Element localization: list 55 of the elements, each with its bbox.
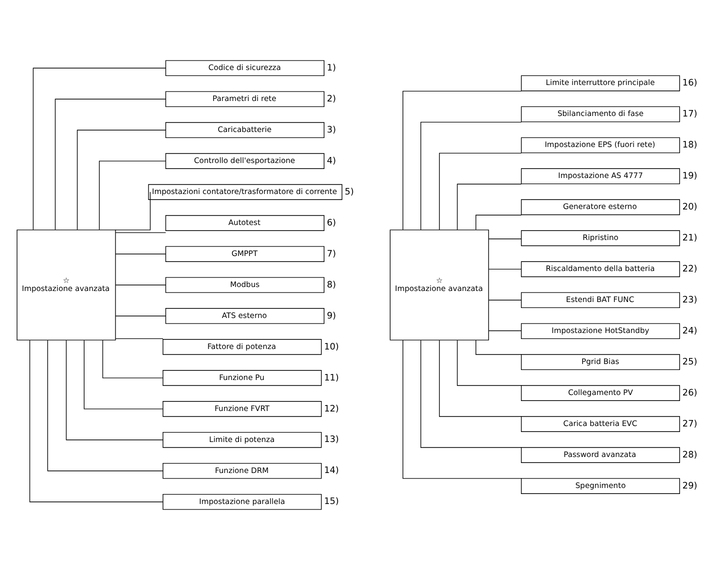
node-label: 1) (326, 63, 336, 74)
node-label: 17) (682, 110, 698, 120)
node-label: 13) (324, 435, 339, 446)
connector (439, 340, 522, 417)
connector (47, 340, 164, 472)
node-label: 6) (326, 218, 336, 228)
node-label: 16) (682, 78, 698, 89)
node-label: 22) (682, 264, 698, 275)
node-label: 26) (682, 388, 698, 398)
node-label: 23) (682, 295, 698, 306)
connector (54, 98, 166, 230)
node-label: 28) (682, 450, 698, 460)
node-label: 2) (326, 94, 336, 104)
node-label: 10) (324, 342, 339, 352)
connector (32, 68, 166, 230)
node-label: 15) (324, 497, 339, 508)
connector (115, 232, 166, 234)
node-label: 21) (682, 234, 698, 244)
connector (115, 284, 166, 286)
node-label: 20) (682, 202, 698, 213)
connector (402, 340, 522, 479)
connector (29, 340, 164, 502)
node-label: 3) (326, 125, 336, 136)
connector (476, 340, 522, 355)
connector (420, 340, 522, 448)
node-label: 14) (324, 466, 339, 476)
node-label: 7) (326, 249, 336, 260)
node-label: 11) (324, 373, 339, 384)
connector (456, 340, 522, 386)
connector (115, 338, 164, 340)
node-label: 19) (682, 172, 698, 182)
node-label: 29) (682, 481, 698, 492)
connector (402, 90, 522, 230)
node-label: 12) (324, 404, 339, 414)
node-label: 25) (682, 357, 698, 368)
connector (84, 340, 164, 410)
connector (488, 330, 522, 332)
connector (488, 268, 522, 270)
connector (98, 160, 166, 230)
connector (439, 152, 522, 230)
connector (76, 130, 166, 230)
connector (420, 122, 522, 230)
node-label: 27) (682, 419, 698, 430)
node-label: 5) (344, 187, 354, 198)
node-label: 9) (326, 311, 336, 322)
node-label: 24) (682, 326, 698, 336)
connector (115, 192, 151, 230)
connector (456, 184, 522, 230)
connector (476, 214, 522, 230)
connector (66, 340, 164, 440)
connector (488, 238, 522, 240)
node-label: 18) (682, 140, 698, 151)
node-label: 8) (326, 280, 336, 290)
connector (102, 340, 164, 378)
node-label: 4) (326, 156, 336, 166)
